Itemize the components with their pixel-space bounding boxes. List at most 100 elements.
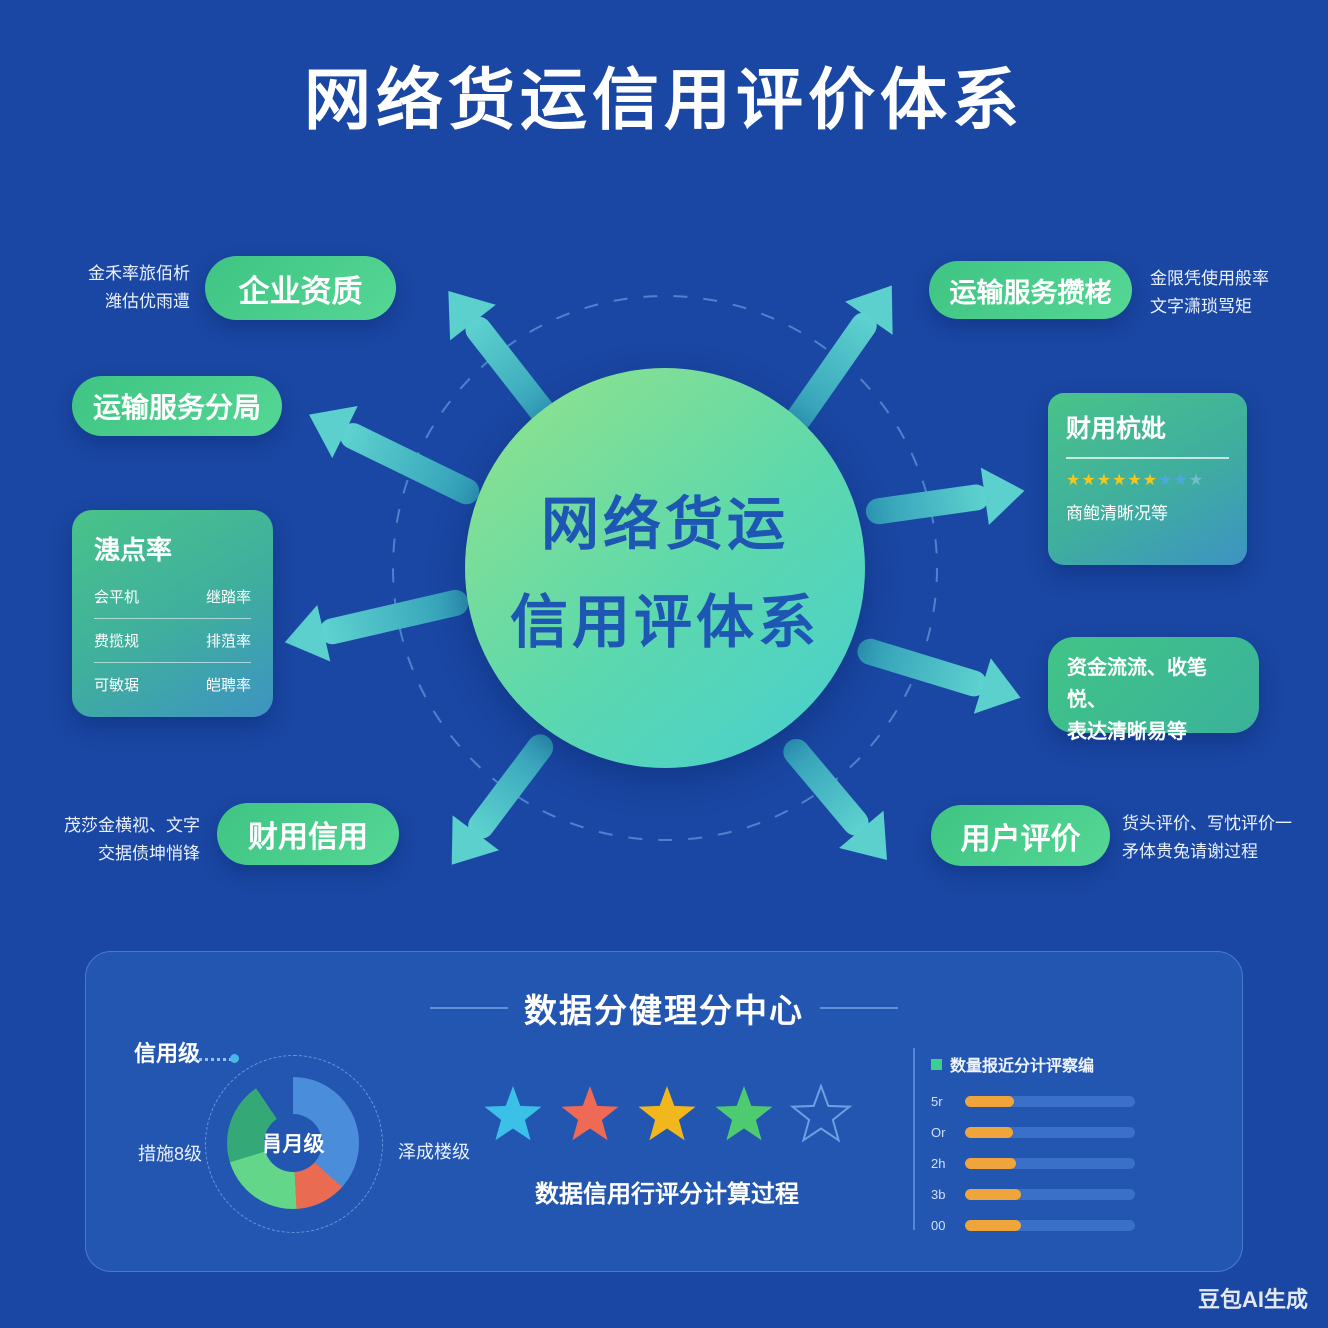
site-rate-row: 可敏琚 皑聘率 bbox=[94, 663, 251, 706]
note-line: 矛体贵兔请谢过程 bbox=[1122, 841, 1258, 861]
bar-row: 3b bbox=[931, 1187, 1221, 1202]
arrow-bottom-left bbox=[451, 734, 554, 865]
node-transport-service-pill: 运输服务攒栳 bbox=[929, 261, 1132, 319]
site-row-right: 继踏率 bbox=[205, 589, 251, 606]
bar-fill bbox=[965, 1127, 1013, 1138]
legend-swatch-icon bbox=[931, 1058, 942, 1070]
note-user-review: 货头评价、写忱评价一 矛体贵兔请谢过程 bbox=[1122, 810, 1324, 865]
big-star-outline-icon bbox=[789, 1083, 853, 1143]
site-row-left: 可敏琚 bbox=[94, 677, 140, 694]
funds-flow-line1: 资金流流、收笔悦、 bbox=[1067, 657, 1207, 711]
star-icon: ★ bbox=[1081, 471, 1097, 489]
panel-title-row: 数据分健理分中心 bbox=[86, 984, 1242, 1032]
watermark: 豆包AI生成 bbox=[1197, 1287, 1308, 1312]
bar-row: 2h bbox=[931, 1156, 1221, 1171]
note-credit-finance: 茂莎金横视、文字 交据债坤悄锋 bbox=[38, 812, 200, 867]
bar-row: Or bbox=[931, 1125, 1221, 1140]
bar-accent-line bbox=[913, 1048, 915, 1230]
star-icon: ★ bbox=[1188, 471, 1205, 489]
donut-hole bbox=[264, 1114, 322, 1172]
arrow-bottom-right bbox=[783, 738, 887, 860]
donut-leader-dot bbox=[230, 1054, 239, 1063]
site-rate-row: 费揽规 排菹率 bbox=[94, 619, 251, 663]
node-enterprise-pill: 企业资质 bbox=[205, 256, 396, 320]
site-row-left: 会平机 bbox=[94, 589, 140, 606]
bar-fill bbox=[965, 1158, 1016, 1169]
arrow-left bbox=[284, 589, 469, 662]
star-icon: ★ bbox=[1096, 471, 1113, 489]
arrow-top-right bbox=[786, 285, 893, 431]
donut-dashed-ring bbox=[205, 1055, 383, 1233]
note-line: 金禾率旅佰析 bbox=[88, 264, 190, 283]
center-line2: 信用评体系 bbox=[509, 590, 820, 655]
bar-fill bbox=[965, 1220, 1022, 1231]
big-star-icon bbox=[638, 1086, 696, 1141]
donut-right-label: 泽成楼级 bbox=[398, 1142, 470, 1162]
bar-row-label: 2h bbox=[931, 1156, 946, 1171]
finance-rating-title: 财用杭妣 bbox=[1066, 415, 1167, 443]
arrow-left-upper bbox=[309, 406, 480, 505]
node-user-review-pill: 用户评价 bbox=[931, 805, 1110, 866]
bar-row-label: 3b bbox=[931, 1187, 946, 1202]
big-star-icon bbox=[484, 1086, 542, 1141]
star-icon: ★ bbox=[1112, 471, 1128, 489]
donut-center-label: 肙月级 bbox=[261, 1133, 325, 1156]
note-line: 金限凭使用般率 bbox=[1150, 269, 1269, 288]
panel-title: 数据分健理分中心 bbox=[524, 992, 804, 1029]
bar-legend: 数量报近分计评察编 bbox=[931, 1052, 1221, 1076]
star-icon: ★ bbox=[1066, 471, 1082, 489]
note-line: 潍估优雨遭 bbox=[105, 291, 190, 311]
note-line: 交据债坤悄锋 bbox=[98, 843, 200, 863]
note-enterprise: 金禾率旅佰析 潍估优雨遭 bbox=[60, 260, 190, 315]
donut-title: 信用级 bbox=[134, 1041, 201, 1066]
big-star-icon bbox=[561, 1086, 619, 1141]
stars-row bbox=[478, 1082, 856, 1146]
funds-flow-line2: 表达清晰易等 bbox=[1067, 721, 1187, 743]
bar-track bbox=[965, 1127, 1135, 1138]
center-circle: 网络货运 信用评体系 bbox=[465, 368, 865, 768]
finance-rating-card: 财用杭妣 ★★★★★★★★★ 商鲍清晰况等 bbox=[1048, 393, 1247, 565]
funds-flow-card: 资金流流、收笔悦、 表达清晰易等 bbox=[1048, 637, 1259, 743]
bar-fill bbox=[965, 1189, 1022, 1200]
node-transport-branch-pill: 运输服务分局 bbox=[72, 376, 282, 436]
data-panel: 数据分健理分中心 肙月级 信用级 措施8级 泽成楼级 数据信用行评分计算过程 数… bbox=[85, 951, 1243, 1272]
bar-track bbox=[965, 1158, 1135, 1169]
star-icon: ★ bbox=[1173, 471, 1189, 489]
bar-row: 5r bbox=[931, 1094, 1221, 1109]
arrow-right-lower bbox=[857, 638, 1021, 714]
bar-row-label: Or bbox=[931, 1125, 946, 1140]
node-credit-finance-pill: 财用信用 bbox=[217, 803, 399, 865]
center-line1: 网络货运 bbox=[540, 492, 789, 557]
star-icon: ★ bbox=[1142, 471, 1159, 489]
finance-rating-caption: 商鲍清晰况等 bbox=[1066, 503, 1168, 523]
star-icon: ★ bbox=[1127, 471, 1143, 489]
star-icon: ★ bbox=[1158, 471, 1174, 489]
site-rate-row: 会平机 继踏率 bbox=[94, 575, 251, 619]
stars-caption: 数据信用行评分计算过程 bbox=[535, 1181, 799, 1208]
page-title: 网络货运信用评价体系 bbox=[304, 63, 1024, 138]
site-row-right: 排菹率 bbox=[205, 633, 251, 650]
bar-track bbox=[965, 1189, 1135, 1200]
donut-leader-line bbox=[194, 1058, 232, 1061]
donut-left-label: 措施8级 bbox=[138, 1144, 203, 1164]
divider bbox=[1066, 457, 1229, 459]
bar-legend-label: 数量报近分计评察编 bbox=[950, 1058, 1095, 1075]
note-line: 货头评价、写忱评价一 bbox=[1122, 814, 1292, 833]
site-row-left: 费揽规 bbox=[94, 633, 140, 650]
rating-stars: ★★★★★★★★★ bbox=[1066, 471, 1229, 489]
arrow-right bbox=[865, 467, 1025, 526]
big-star-icon bbox=[715, 1086, 773, 1141]
bar-track bbox=[965, 1220, 1135, 1231]
panel-title-line-right bbox=[820, 1007, 898, 1009]
note-transport-service: 金限凭使用般率 文字潇琐骂矩 bbox=[1150, 265, 1322, 320]
note-line: 茂莎金横视、文字 bbox=[64, 816, 200, 835]
bar-row-label: 5r bbox=[931, 1094, 943, 1109]
bar-track bbox=[965, 1096, 1135, 1107]
note-line: 文字潇琐骂矩 bbox=[1150, 296, 1252, 316]
bar-fill bbox=[965, 1096, 1015, 1107]
panel-title-line-left bbox=[430, 1007, 508, 1009]
dashed-ring bbox=[392, 295, 938, 841]
